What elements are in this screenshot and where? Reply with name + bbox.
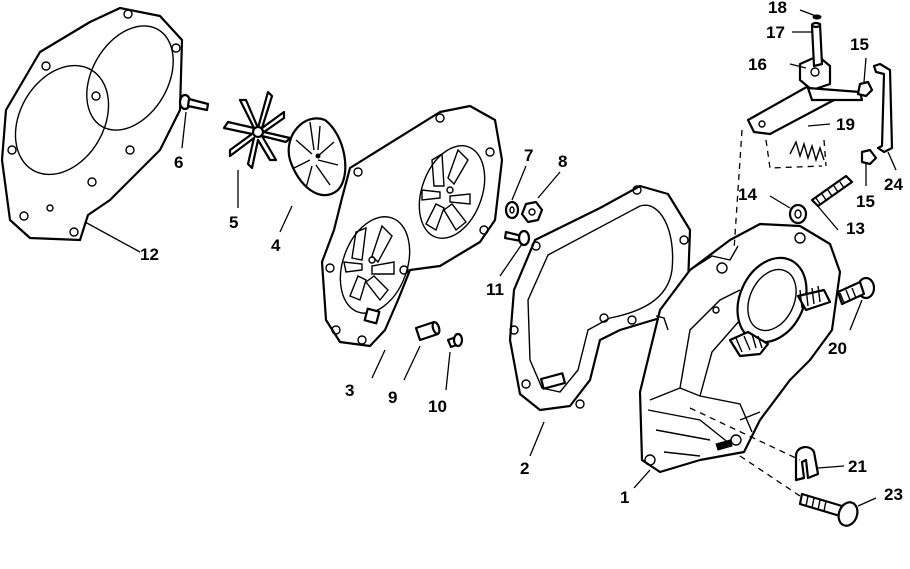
alignment-line-clip [689,407,801,461]
part-13-stud [810,174,854,208]
callout-8: 8 [558,152,567,171]
callout-17: 17 [766,23,785,42]
callout-20: 21 [848,457,867,476]
callout-19: 19 [836,115,855,134]
part-20-clip [794,446,820,482]
part-17-pin [810,21,824,68]
part-12-gasket [0,6,184,242]
callout-13: 13 [846,219,865,238]
part-10-screw [446,332,464,349]
callout-1: 1 [620,488,629,507]
part-24-rod [872,62,894,154]
callout-5: 5 [229,213,238,232]
callout-labels: 12 6 5 4 3 9 10 7 8 11 2 1 13 14 15 15 1… [140,0,903,507]
part-23-bolt [798,492,859,527]
callout-12: 12 [140,245,159,264]
callout-9: 9 [388,388,397,407]
leader-lines [84,9,897,507]
alignment-line-bolt [739,455,801,497]
part-16-lever [746,54,864,136]
part-15-nut-lower [860,148,878,166]
part-11-screw [503,229,531,247]
callout-2: 2 [520,459,529,478]
part-8-nut [520,200,544,224]
part-4-plate [287,117,347,197]
part-21-bolt [836,276,876,306]
callout-6: 6 [174,153,183,172]
part-9-pin [414,320,441,342]
callout-18: 18 [768,0,787,17]
callout-16: 16 [748,55,767,74]
part-3-housing-plate [320,104,504,348]
callout-11: 11 [486,280,504,299]
callout-23: 23 [884,485,903,504]
part-6-screw [178,93,210,112]
part-1-body [638,222,842,474]
part-2-gasket [508,184,692,412]
part-14-bushing [788,203,808,225]
part-19-spring [765,139,827,169]
part-15-nut-upper [856,80,874,98]
callout-14: 14 [738,185,757,204]
callout-7: 7 [524,146,533,165]
part-5-impeller [222,90,292,170]
part-7-washer [504,200,520,220]
alignment-line-lever [733,129,743,251]
callout-4: 4 [271,236,281,255]
callout-3: 3 [345,381,354,400]
callout-15-lower: 15 [856,192,875,211]
callout-21: 20 [828,339,847,358]
callout-24: 24 [884,175,903,194]
callout-15-upper: 15 [850,35,869,54]
callout-10: 10 [428,397,447,416]
